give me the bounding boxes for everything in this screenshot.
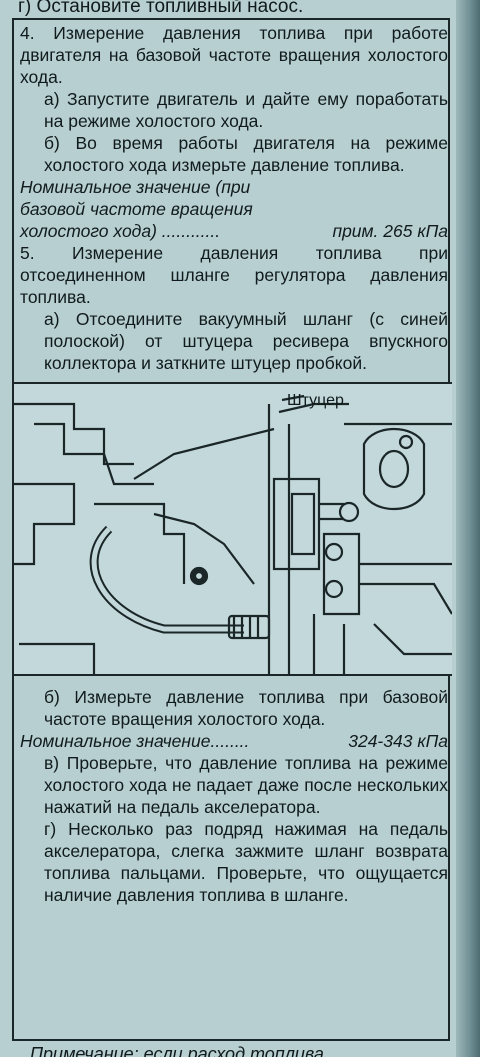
procedure-content: 4. Измерение давления топлива при работе… bbox=[14, 22, 452, 906]
section-4-nominal-value: прим. 265 кПа bbox=[332, 221, 448, 241]
engine-line-drawing bbox=[14, 394, 452, 674]
engine-diagram: Штуцер bbox=[14, 382, 452, 676]
next-note-line: Примечание: если расход топлива bbox=[30, 1044, 324, 1057]
section-4-nominal: Номинальное значение (при базовой частот… bbox=[20, 176, 448, 242]
section-5-step-d: г) Несколько раз подряд нажимая на педал… bbox=[44, 819, 448, 905]
adjacent-page-edge bbox=[456, 0, 480, 1057]
section-4-heading: 4. Измерение давления топлива при работе… bbox=[20, 23, 448, 87]
section-4-nominal-label: Номинальное значение (при базовой частот… bbox=[20, 177, 253, 241]
section-4-step-a: а) Запустите двигатель и дайте ему пораб… bbox=[44, 89, 448, 131]
section-4-step-b: б) Во время работы двигателя на режиме х… bbox=[44, 133, 448, 175]
section-5-nominal-value: 324-343 кПа bbox=[348, 731, 448, 751]
section-5-step-b: б) Измерьте давление топлива при базовой… bbox=[44, 687, 448, 729]
section-5-nominal-label: Номинальное значение........ bbox=[20, 731, 250, 751]
previous-step-line: г) Остановите топливный насос. bbox=[18, 0, 304, 17]
section-5-step-a: а) Отсоедините вакуумный шланг (с синей … bbox=[44, 309, 448, 373]
section-5-step-c: в) Проверьте, что давление топлива на ре… bbox=[44, 753, 448, 817]
section-5-heading: 5. Измерение давления топлива при отсоед… bbox=[20, 243, 448, 307]
section-5-nominal: Номинальное значение........ 324-343 кПа bbox=[20, 730, 448, 752]
figure-label-fitting: Штуцер bbox=[287, 392, 344, 409]
